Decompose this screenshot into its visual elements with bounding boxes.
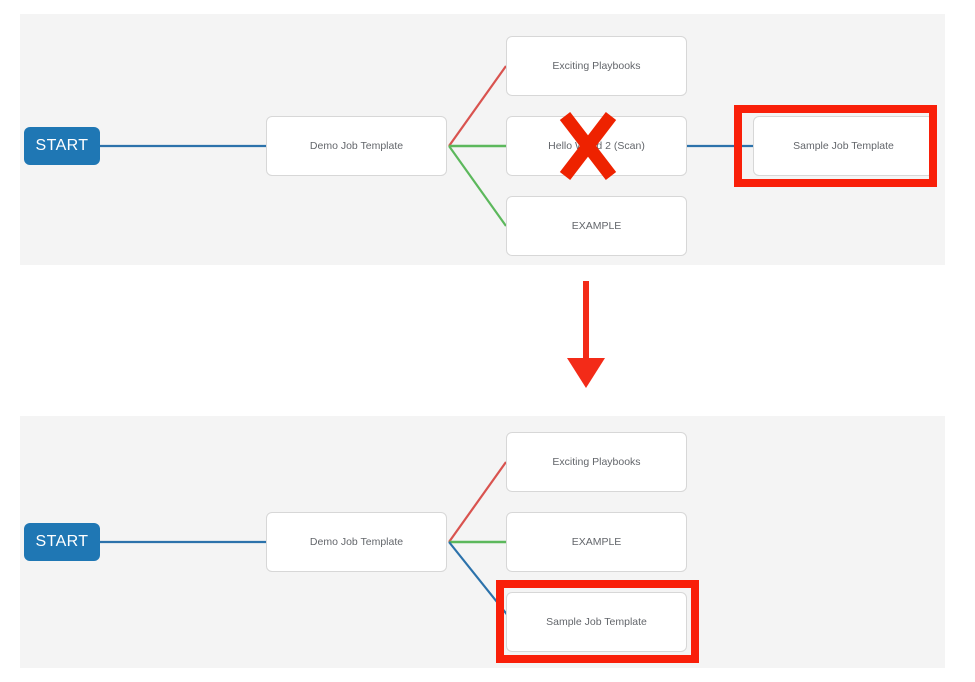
before-node-demo-job-template-label: Demo Job Template	[309, 139, 404, 152]
before-node-exciting-playbooks-label: Exciting Playbooks	[552, 59, 641, 72]
before-node-hello-world-2-scan-label: Hello World 2 (Scan)	[548, 139, 645, 152]
before-start-label: START	[35, 137, 89, 154]
after-node-demo-job-template-label: Demo Job Template	[309, 535, 404, 548]
after-node-sample-job-template-label: Sample Job Template	[546, 615, 647, 628]
after-node-sample-job-template[interactable]: Sample Job Template	[506, 592, 687, 652]
after-node-exciting-playbooks-label: Exciting Playbooks	[552, 455, 641, 468]
transition-down-arrow	[567, 281, 605, 388]
after-node-example[interactable]: EXAMPLE	[506, 512, 687, 572]
after-node-demo-job-template[interactable]: Demo Job Template	[266, 512, 447, 572]
before-node-exciting-playbooks[interactable]: Exciting Playbooks	[506, 36, 687, 96]
after-panel-canvas	[20, 416, 945, 668]
after-start-label: START	[35, 533, 89, 550]
before-node-example[interactable]: EXAMPLE	[506, 196, 687, 256]
before-node-example-label: EXAMPLE	[571, 219, 622, 232]
after-highlight-box-sample-job-template	[496, 580, 699, 663]
before-start-node[interactable]: START	[24, 127, 100, 165]
before-node-hello-world-2-scan[interactable]: Hello World 2 (Scan)	[506, 116, 687, 176]
after-start-node[interactable]: START	[24, 523, 100, 561]
before-highlight-box-sample-job-template	[734, 105, 937, 187]
before-node-sample-job-template-label: Sample Job Template	[793, 139, 894, 152]
after-node-exciting-playbooks[interactable]: Exciting Playbooks	[506, 432, 687, 492]
after-node-example-label: EXAMPLE	[571, 535, 622, 548]
before-node-sample-job-template[interactable]: Sample Job Template	[753, 116, 934, 176]
before-node-demo-job-template[interactable]: Demo Job Template	[266, 116, 447, 176]
